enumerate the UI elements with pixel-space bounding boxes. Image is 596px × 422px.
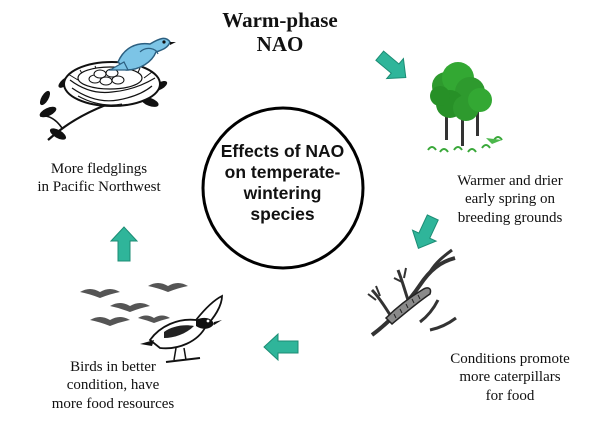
caption-line: more food resources [51,395,175,412]
caption-line: condition, have [66,377,160,394]
flying-birds-icon [80,283,188,326]
caption-line: for food [485,387,535,404]
center-label: Effects of NAO on temperate- wintering s… [185,141,380,225]
bird-nest-icon [39,37,176,141]
caption-caterpillars: Conditions promote more caterpillars for… [425,350,595,405]
caption-line: More fledglings [50,161,148,177]
caption-fledglings: More fledglings in Pacific Northwest [4,160,194,197]
caption-line: Conditions promote [450,351,570,367]
diagram-title: Warm-phase NAO [205,8,355,56]
arrow-caterpillars-to-birds [263,332,299,362]
caption-birds: Birds in better condition, have more foo… [18,358,208,413]
arrow-birds-to-fledglings [109,226,139,262]
center-line: wintering [243,183,322,203]
caption-line: breeding grounds [457,209,563,226]
caterpillar-branch-icon [367,248,457,337]
center-line: Effects of NAO [220,141,345,161]
center-circle [201,106,365,270]
caption-line: more caterpillars [459,369,561,386]
caption-line: Birds in better [70,359,156,375]
caption-spring: Warmer and drier early spring on breedin… [425,172,595,227]
caption-line: Warmer and drier [457,173,563,189]
title-line: Warm-phase [222,8,338,32]
center-line: on temperate- [224,162,341,182]
songbird-icon [140,294,223,363]
tree-icon [427,62,503,153]
center-line: species [250,204,315,224]
arrow-spring-to-caterpillars [411,214,439,249]
caption-line: early spring on [465,191,555,208]
caption-line: in Pacific Northwest [37,179,161,196]
title-line: NAO [256,32,304,57]
arrow-title-to-spring [375,50,407,80]
